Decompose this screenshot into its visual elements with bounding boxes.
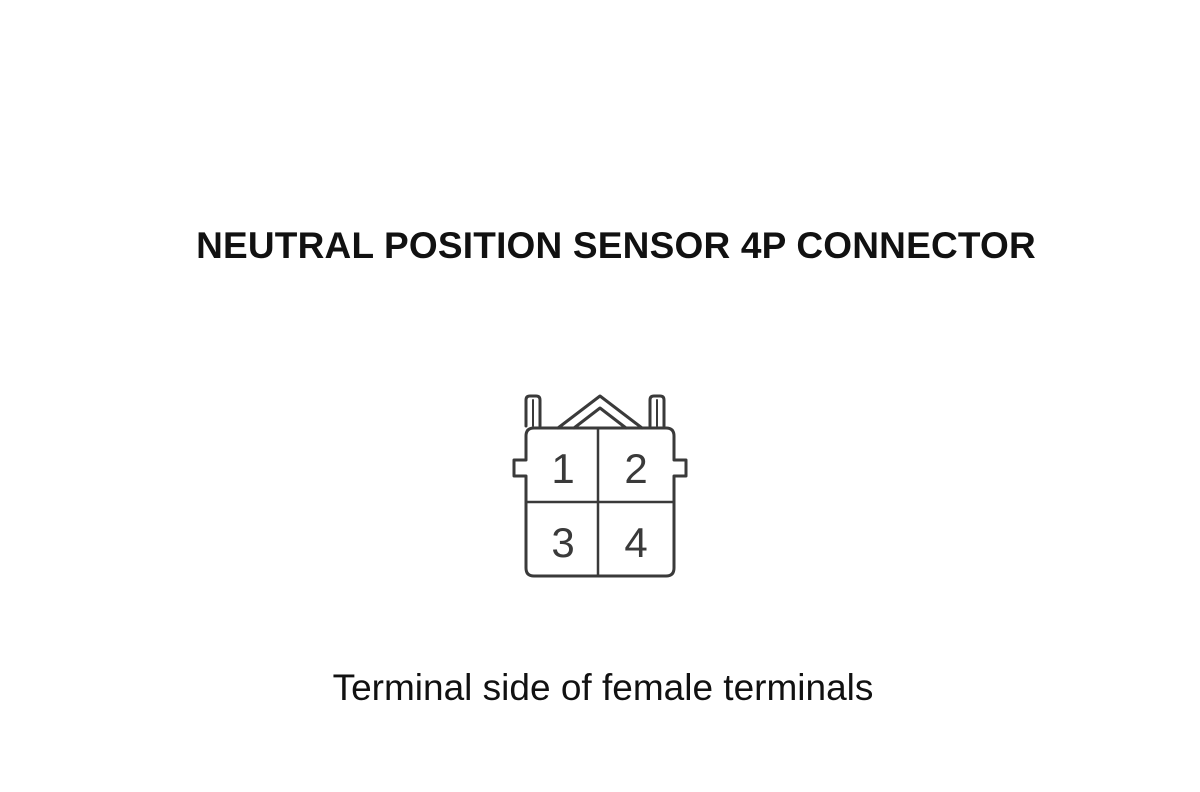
pin-1-label: 1 bbox=[551, 445, 574, 492]
pin-3-label: 3 bbox=[551, 519, 574, 566]
diagram-title: NEUTRAL POSITION SENSOR 4P CONNECTOR bbox=[196, 225, 1036, 266]
left-latch-tab bbox=[524, 394, 542, 428]
diagram-caption: Terminal side of female terminals bbox=[332, 667, 874, 708]
connector-body bbox=[512, 426, 688, 578]
right-latch-tab bbox=[648, 394, 666, 428]
connector-drawing: 1 2 3 4 bbox=[512, 394, 688, 578]
lock-roof-outer bbox=[556, 394, 644, 430]
pin-2-label: 2 bbox=[624, 445, 647, 492]
connector-diagram: 1 2 3 4 bbox=[500, 390, 700, 585]
lock-roof-inner bbox=[572, 406, 628, 430]
pin-4-label: 4 bbox=[624, 519, 647, 566]
